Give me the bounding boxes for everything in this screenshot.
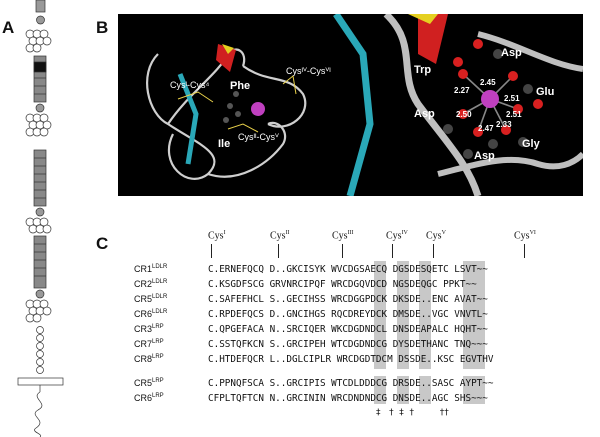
- highlight-block: [419, 261, 431, 369]
- repeat-name: CR8LRP: [134, 354, 164, 364]
- repeat-sequence: C.SSTQFKCN S..GRCIPEH WTCDGDNDCG DYSDETH…: [208, 339, 488, 350]
- repeat-sequence: C.SAFEFHCL S..GECIHSS WRCDGGPDCK DKSDE..…: [208, 294, 488, 305]
- footnote-marks: ‡ † ‡ † ††: [376, 408, 449, 418]
- highlight-block: [397, 376, 409, 404]
- repeat-name: CR1LDLR: [134, 264, 168, 274]
- repeat-sequence: C.ERNEFQCQ D..GKCISYK WVCDGSAECQ DGSDESQ…: [208, 264, 488, 275]
- distance-label: 2.50: [456, 110, 472, 119]
- highlight-block: [463, 261, 485, 369]
- structure-panel: Cysᴵ-Cys⁴ Phe Ile Cysᴵⱽ-Cysⱽᴵ Cysᴵᴵ-Cysⱽ…: [118, 14, 583, 196]
- distance-label: 2.27: [454, 86, 470, 95]
- cys-label: CysI: [208, 230, 226, 242]
- label-gly: Gly: [522, 138, 540, 150]
- label-trp: Trp: [414, 64, 432, 76]
- repeat-name: CR2LDLR: [134, 279, 168, 289]
- repeat-name: CR6LRP: [134, 393, 164, 403]
- repeat-sequence: C.KSGDFSCG GRVNRCIPQF WRCDGQVDCD NGSDEQG…: [208, 279, 477, 290]
- cys-tick: [392, 244, 393, 258]
- label-glu: Glu: [536, 86, 555, 98]
- cys-tick: [342, 244, 343, 258]
- repeat-sequence: C.QPGEFACA N..SRCIQER WKCDGDNDCL DNSDEAP…: [208, 324, 488, 335]
- label-ile: Ile: [218, 138, 231, 150]
- distance-label: 2.51: [504, 94, 520, 103]
- repeat-sequence: C.RPDEFQCS D..GNCIHGS RQCDREYDCK DMSDE..…: [208, 309, 488, 320]
- label-asp-1: Asp: [501, 47, 522, 59]
- cys-label: CysV: [426, 230, 446, 242]
- distance-label: 2.51: [506, 110, 522, 119]
- distance-label: 2.33: [496, 120, 512, 129]
- cys-tick: [433, 244, 434, 258]
- highlight-block: [419, 376, 431, 404]
- repeat-name: CR3LRP: [134, 324, 164, 334]
- panel-a-label: A: [2, 18, 15, 37]
- cys-label: CysIV: [386, 230, 408, 242]
- cys-tick: [211, 244, 212, 258]
- cys-label: CysIII: [332, 230, 354, 242]
- repeat-sequence: CFPLTQFTCN N..GRCININ WRCDNDNDCG DNSDE..…: [208, 393, 488, 404]
- cys-tick: [524, 244, 525, 258]
- repeat-name: CR6LDLR: [134, 309, 168, 319]
- repeat-name: CR5LDLR: [134, 294, 168, 304]
- repeat-sequence: C.HTDEFQCR L..DGLCIPLR WRCDGDTDCM DSSDE.…: [208, 354, 494, 365]
- sequence-alignment: CysI CysII CysIII CysIV CysV CysVI CR1LD…: [110, 228, 590, 437]
- receptor-schematic: [17, 0, 64, 437]
- distance-label: 2.47: [478, 124, 494, 133]
- panel-b-label: B: [96, 18, 109, 37]
- label-cys-i-vi: Cysᴵ-Cys⁴: [170, 80, 210, 90]
- label-asp-3: Asp: [474, 150, 495, 162]
- cys-tick: [278, 244, 279, 258]
- label-asp-2: Asp: [414, 108, 435, 120]
- highlight-block: [397, 261, 409, 369]
- repeat-sequence: C.PPNQFSCA S..GRCIPIS WTCDLDDDCG DRSDE..…: [208, 378, 494, 389]
- highlight-block: [463, 376, 485, 404]
- highlight-block: [374, 261, 386, 369]
- highlight-block: [374, 376, 386, 404]
- label-cys-iv-vi: Cysᴵⱽ-Cysⱽᴵ: [286, 66, 331, 76]
- cys-label: CysII: [270, 230, 290, 242]
- panel-c-label: C: [96, 234, 109, 253]
- distance-label: 2.45: [480, 78, 496, 87]
- label-cys-ii-v: Cysᴵᴵ-Cysⱽ: [238, 132, 279, 142]
- cys-label: CysVI: [514, 230, 536, 242]
- label-phe: Phe: [230, 80, 251, 92]
- repeat-name: CR7LRP: [134, 339, 164, 349]
- structure-drawing: [146, 14, 583, 196]
- repeat-name: CR5LRP: [134, 378, 164, 388]
